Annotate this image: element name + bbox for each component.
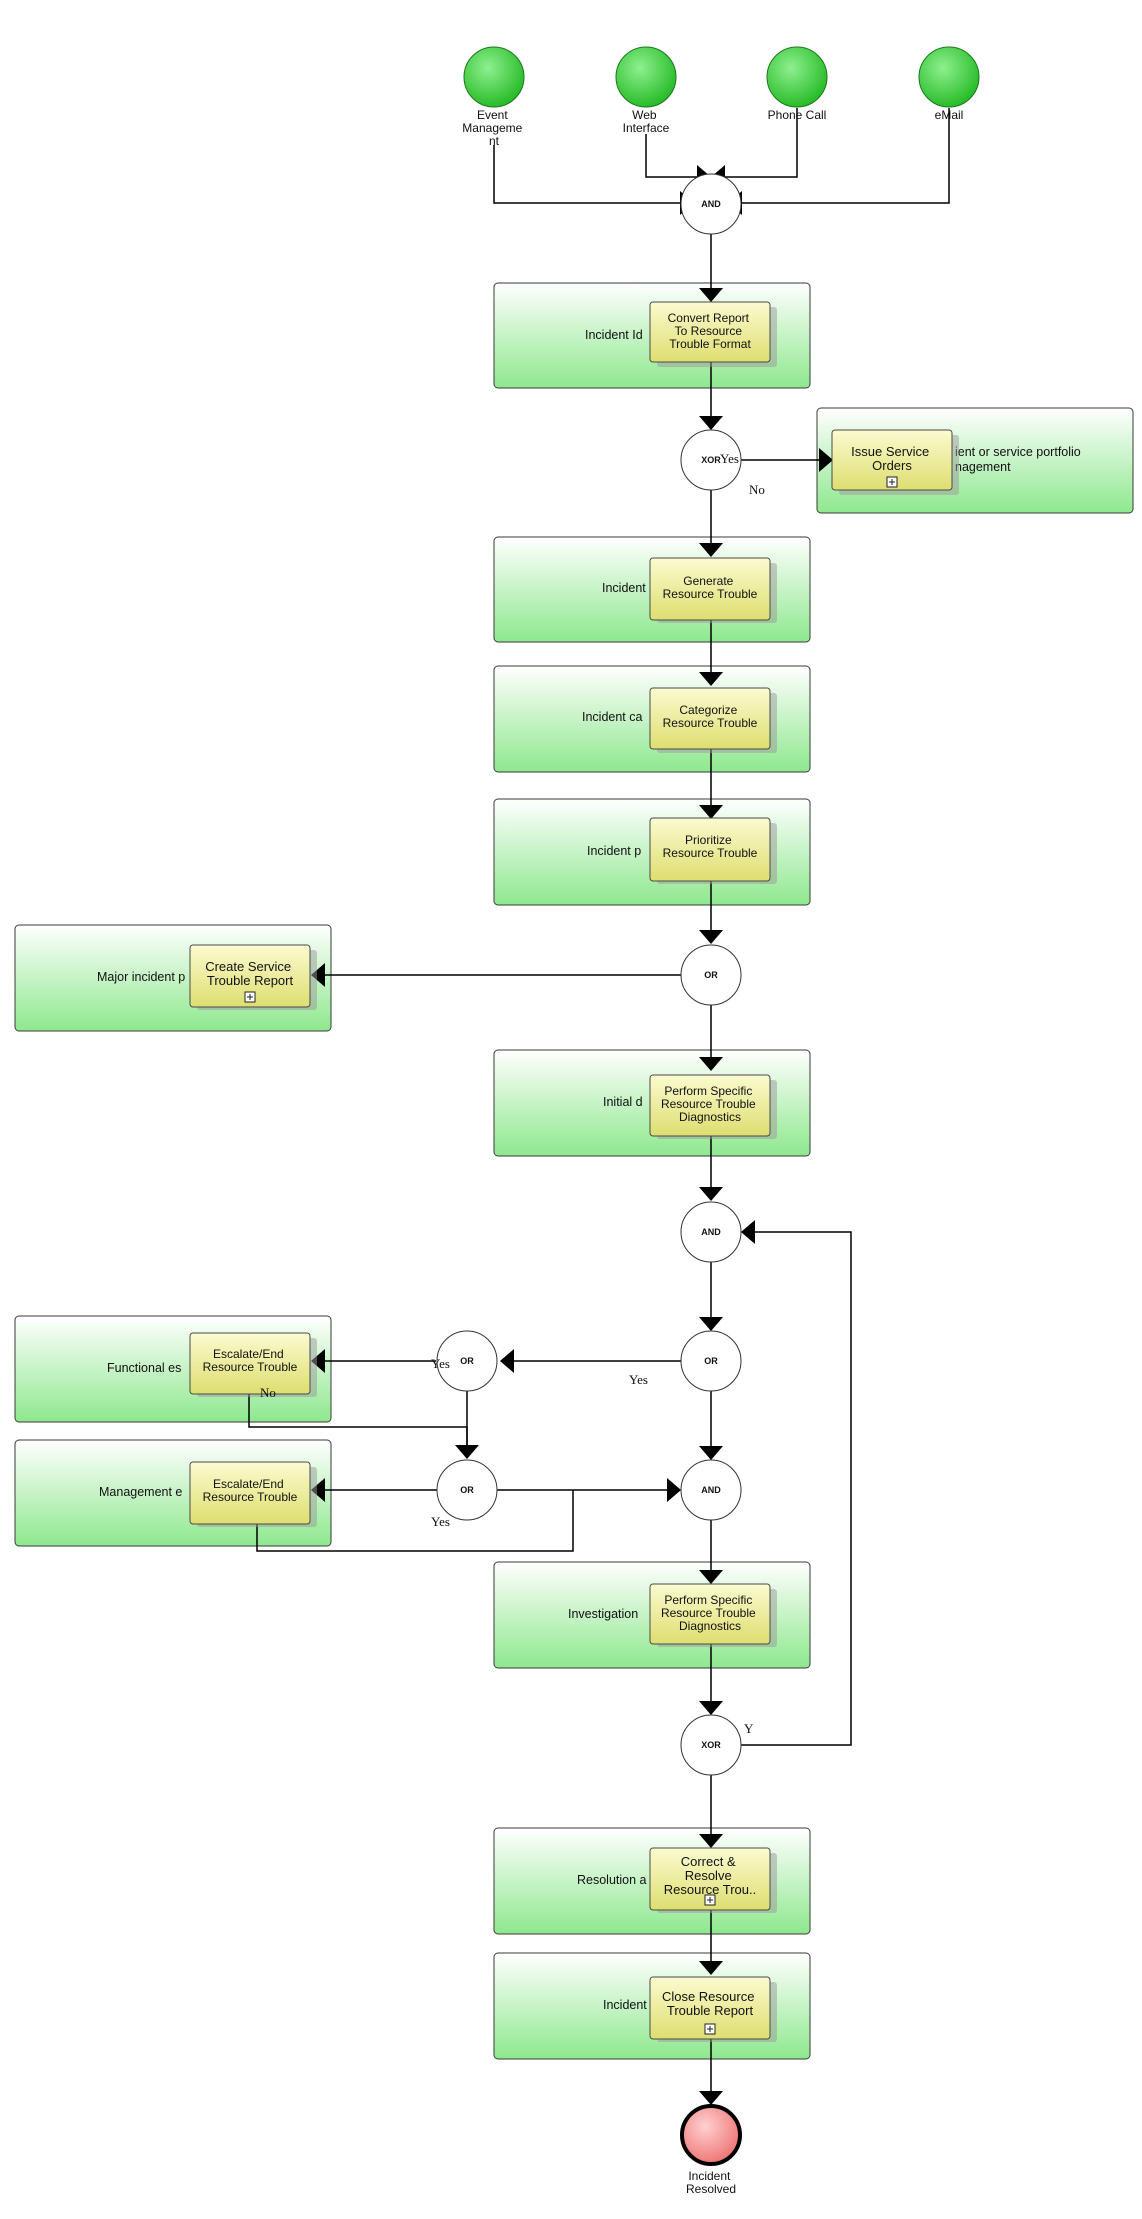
task-label: Perform Specific Resource Trouble Diagno… (661, 1084, 759, 1124)
task-label: Escalate/End Resource Trouble (203, 1347, 298, 1374)
task-label: Escalate/End Resource Trouble (203, 1477, 298, 1504)
task-generate-resource-trouble[interactable]: Generate Resource Trouble (649, 557, 777, 623)
edge-label-no: No (260, 1385, 276, 1400)
edge-label-yes: Yes (431, 1514, 450, 1529)
svg-text:Phone Call: Phone Call (768, 108, 827, 122)
event-label: Web Interface (623, 108, 670, 135)
svg-text:Major incident p: Major incident p (97, 970, 185, 984)
svg-text:Management e: Management e (99, 1485, 182, 1499)
edge-label-yes: Yes (629, 1372, 648, 1387)
expand-marker-icon[interactable] (704, 2023, 716, 2035)
task-label: Issue Service Orders (851, 444, 933, 473)
gateway-or-functional[interactable]: OR (436, 1330, 498, 1392)
task-perform-specific-diagnostics-investigation[interactable]: Perform Specific Resource Trouble Diagno… (649, 1583, 777, 1647)
svg-text:AND: AND (701, 199, 721, 209)
start-event-phone-call[interactable]: Phone Call (766, 46, 828, 122)
task-prioritize-resource-trouble[interactable]: Prioritize Resource Trouble (649, 817, 777, 884)
task-correct-resolve[interactable]: Correct & Resolve Resource Trou.. (649, 1847, 777, 1913)
svg-text:Investigation: Investigation (568, 1607, 638, 1621)
svg-text:XOR: XOR (701, 455, 721, 465)
svg-text:AND: AND (701, 1485, 721, 1495)
svg-text:XOR: XOR (701, 1740, 721, 1750)
svg-text:eMail: eMail (935, 108, 964, 122)
task-create-service-trouble-report[interactable]: Create Service Trouble Report (189, 944, 317, 1010)
svg-text:Initial d: Initial d (603, 1095, 643, 1109)
edge-label-yes: Yes (431, 1356, 450, 1371)
task-escalate-end-management[interactable]: Escalate/End Resource Trouble (189, 1461, 317, 1527)
end-event-incident-resolved[interactable]: Incident Resolved (680, 2104, 742, 2196)
task-perform-specific-diagnostics[interactable]: Perform Specific Resource Trouble Diagno… (649, 1074, 777, 1139)
expand-marker-icon[interactable] (244, 991, 256, 1003)
gateway-or-management[interactable]: OR (436, 1459, 498, 1521)
task-label: Categorize Resource Trouble (663, 703, 758, 730)
gateway-and-merge[interactable]: AND (680, 173, 742, 235)
svg-text:Incident: Incident (603, 1998, 647, 2012)
task-convert-report[interactable]: Convert Report To Resource Trouble Forma… (649, 301, 777, 367)
svg-text:AND: AND (701, 1227, 721, 1237)
svg-text:OR: OR (460, 1485, 474, 1495)
start-event-event-management[interactable]: Event Manageme nt (462, 46, 525, 148)
event-label: Incident Resolved (686, 2169, 736, 2196)
event-label: Event Manageme nt (462, 108, 525, 148)
task-label: Convert Report To Resource Trouble Forma… (668, 311, 753, 351)
gateway-xor-service-order[interactable]: XOR (680, 429, 742, 491)
task-escalate-end-functional[interactable]: Escalate/End Resource Trouble (189, 1332, 317, 1397)
start-event-web-interface[interactable]: Web Interface (615, 46, 677, 135)
svg-text:Functional es: Functional es (107, 1361, 181, 1375)
task-label: Prioritize Resource Trouble (663, 833, 758, 860)
svg-text:Incident ca: Incident ca (582, 710, 643, 724)
subprocess-label: ient or service portfolio nagement (955, 445, 1084, 474)
gateway-or-escalation[interactable]: OR (680, 1330, 742, 1392)
task-label: Close Resource Trouble Report (662, 1989, 758, 2018)
gateway-and-loop-merge[interactable]: AND (680, 1201, 742, 1263)
task-categorize-resource-trouble[interactable]: Categorize Resource Trouble (649, 687, 777, 753)
sequence-flows (248, 108, 950, 2105)
svg-text:Incident p: Incident p (587, 844, 641, 858)
task-close-resource-trouble-report[interactable]: Close Resource Trouble Report (649, 1976, 777, 2042)
svg-text:OR: OR (704, 970, 718, 980)
start-event-email[interactable]: eMail (918, 46, 980, 122)
edge-label-y: Y (744, 1721, 754, 1736)
expand-marker-icon[interactable] (704, 1894, 716, 1906)
task-issue-service-orders[interactable]: Issue Service Orders (831, 429, 959, 495)
task-label: Perform Specific Resource Trouble Diagno… (661, 1593, 759, 1633)
svg-text:Incident Id: Incident Id (585, 328, 643, 342)
expand-marker-icon[interactable] (886, 476, 898, 488)
task-label: Generate Resource Trouble (663, 574, 758, 601)
edge-label-no: No (749, 482, 765, 497)
task-label: Correct & Resolve Resource Trou.. (664, 1854, 757, 1897)
gateway-and-join[interactable]: AND (680, 1459, 742, 1521)
svg-text:OR: OR (704, 1356, 718, 1366)
svg-text:Incident: Incident (602, 581, 646, 595)
gateway-xor-resolved[interactable]: XOR (680, 1714, 742, 1776)
task-label: Create Service Trouble Report (205, 959, 295, 988)
svg-text:OR: OR (460, 1356, 474, 1366)
edge-label-yes: Yes (720, 451, 739, 466)
gateway-or-major-incident[interactable]: OR (680, 944, 742, 1006)
svg-text:Resolution a: Resolution a (577, 1873, 647, 1887)
